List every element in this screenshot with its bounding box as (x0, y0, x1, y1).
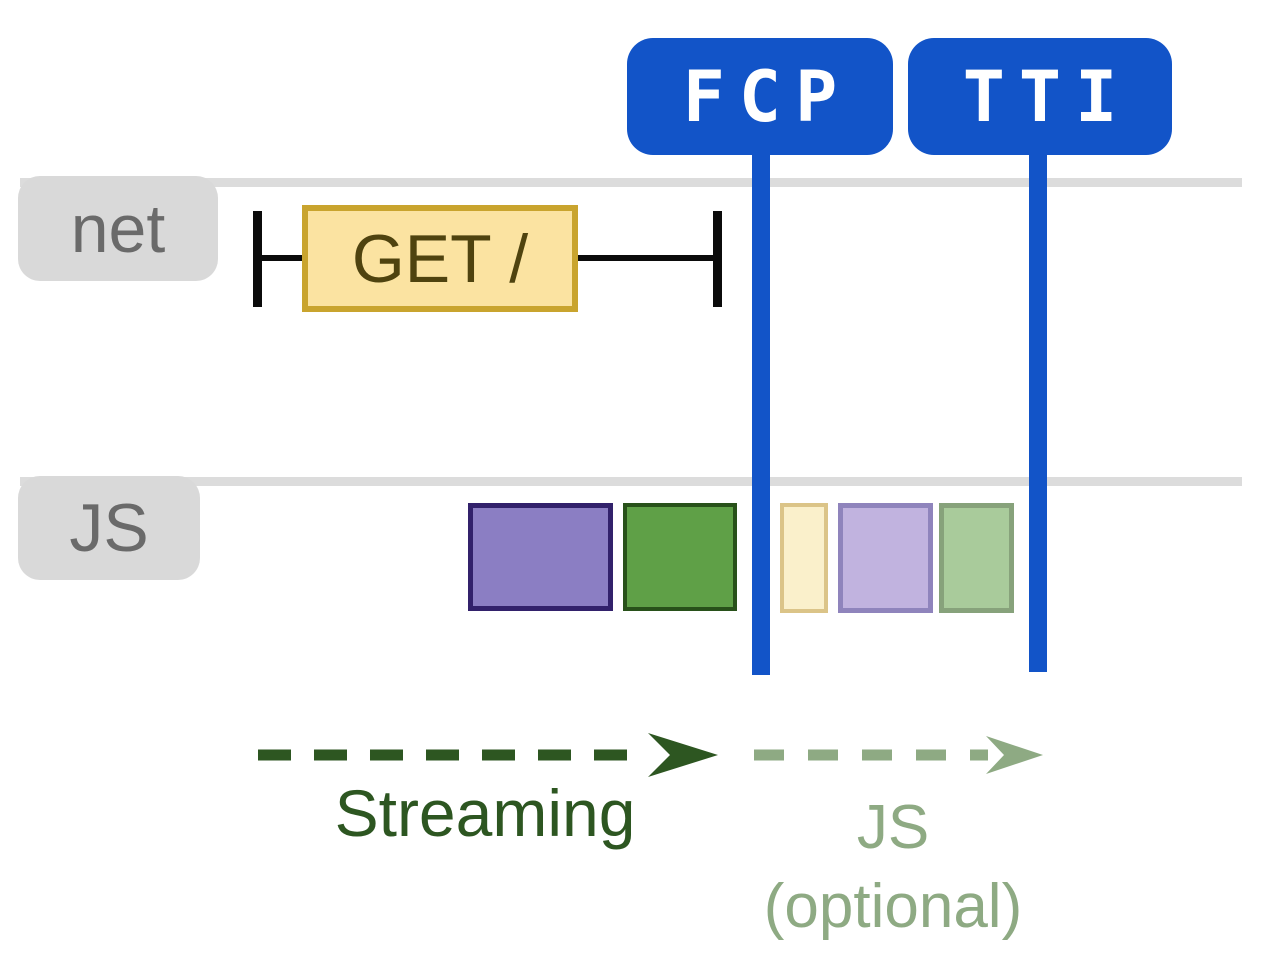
js-task-optional-purple (838, 503, 933, 613)
js-optional-label-line2: (optional) (763, 872, 1023, 941)
net-lane-rule (20, 178, 1242, 187)
fcp-marker-badge: FCP (627, 38, 893, 155)
net-lane-label: net (18, 176, 218, 281)
request-start-tick (253, 211, 262, 307)
get-request-box: GET / (302, 205, 578, 312)
streaming-phase-arrow (258, 733, 718, 777)
js-task-optional-green (939, 503, 1014, 613)
js-lane-label: JS (18, 476, 200, 580)
request-end-tick (713, 211, 722, 307)
fcp-marker-label: FCP (682, 55, 852, 138)
tti-marker-line (1029, 150, 1047, 672)
js-optional-phase-label: JS (optional) (733, 788, 1053, 946)
request-span-line-right (576, 255, 716, 261)
net-lane-label-text: net (70, 190, 166, 267)
js-lane-label-text: JS (69, 490, 149, 566)
js-task-streaming-purple (468, 503, 613, 611)
fcp-marker-line (752, 150, 770, 675)
js-optional-label-line1: JS (856, 793, 930, 862)
js-optional-phase-arrow (754, 736, 1043, 774)
tti-marker-label: TTI (962, 55, 1132, 138)
get-request-label: GET / (351, 220, 529, 297)
streaming-phase-label: Streaming (334, 776, 636, 850)
js-task-streaming-green (623, 503, 737, 611)
js-lane-rule (20, 477, 1242, 486)
js-task-optional-yellow (780, 503, 828, 613)
tti-marker-badge: TTI (908, 38, 1172, 155)
request-span-line-left (262, 255, 306, 261)
